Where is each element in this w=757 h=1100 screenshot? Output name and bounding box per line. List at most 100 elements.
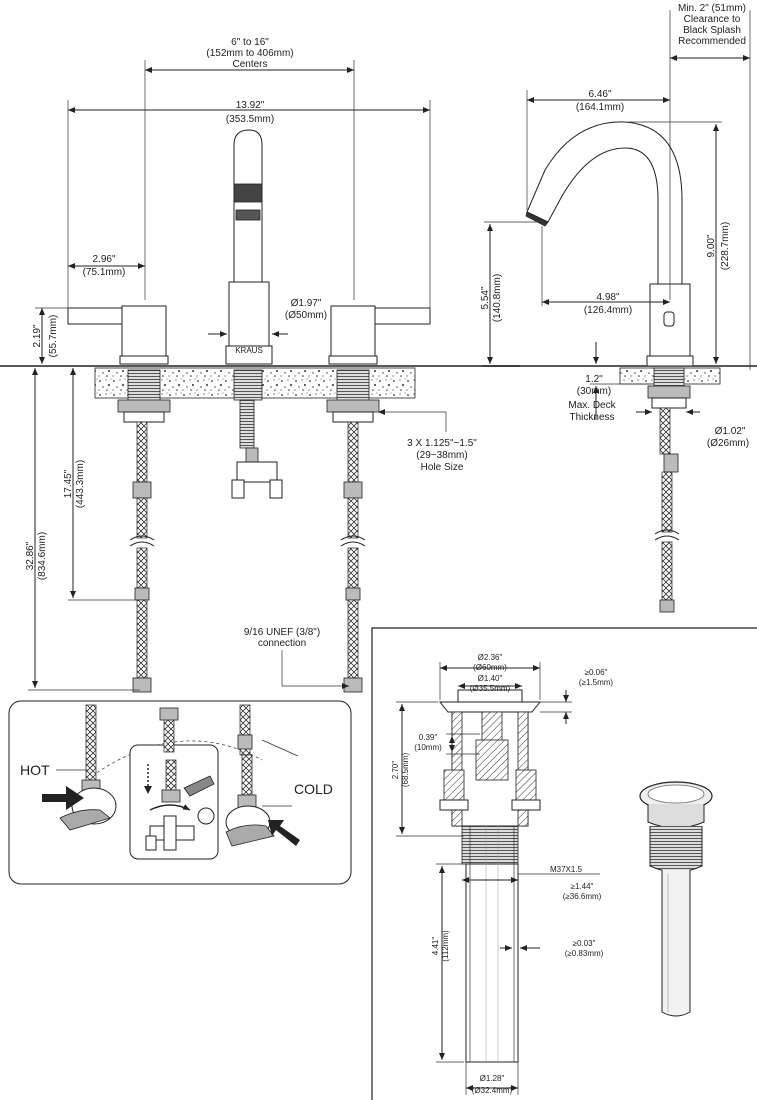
svg-text:32.86": 32.86" (25, 541, 36, 570)
dim-spout-reach-total: 6.46" (164.1mm) (526, 89, 670, 210)
svg-text:Black Splash: Black Splash (683, 25, 741, 36)
svg-text:Max. Deck: Max. Deck (568, 400, 616, 411)
svg-text:(10mm): (10mm) (414, 743, 442, 752)
drain-panel-frame (371, 627, 757, 1100)
svg-text:Min. 2" (51mm): Min. 2" (51mm) (678, 3, 746, 14)
svg-text:Ø2.36": Ø2.36" (478, 653, 503, 662)
svg-text:(Ø60mm): (Ø60mm) (473, 663, 507, 672)
svg-text:2.19": 2.19" (32, 324, 43, 347)
svg-text:(≥0.83mm): (≥0.83mm) (565, 949, 604, 958)
svg-text:(140.8mm): (140.8mm) (492, 274, 503, 322)
svg-text:4.41": 4.41" (431, 937, 440, 956)
svg-text:≥1.44": ≥1.44" (571, 882, 594, 891)
svg-text:Ø1.28": Ø1.28" (480, 1074, 505, 1083)
dim-handle-length: 2.96" (75.1mm) (68, 254, 145, 278)
hot-cold-inset: HOT COLD (8, 700, 352, 885)
svg-text:1.2": 1.2" (585, 374, 603, 385)
dim-shank-diameter: Ø1.02" (Ø26mm) (636, 409, 749, 449)
svg-text:(228.7mm): (228.7mm) (720, 222, 731, 270)
spout-tee (236, 461, 278, 483)
svg-text:(55.7mm): (55.7mm) (48, 315, 59, 358)
rotate-arrow-icon (149, 804, 191, 811)
dim-cap-height: 0.39" (10mm) (414, 733, 480, 755)
dim-cap-diameter: Ø1.40" (Ø35.5mm) (458, 674, 522, 693)
svg-text:6.46": 6.46" (588, 89, 611, 100)
drain-3d-illustration (639, 781, 713, 1017)
svg-text:(443.3mm): (443.3mm) (75, 460, 86, 508)
svg-text:Ø1.02": Ø1.02" (715, 426, 746, 437)
dim-handle-height: 2.19" (55.7mm) (32, 307, 70, 364)
svg-text:(30mm): (30mm) (577, 386, 611, 397)
svg-text:(126.4mm): (126.4mm) (584, 305, 632, 316)
svg-text:(Ø35.5mm): (Ø35.5mm) (470, 684, 511, 693)
svg-text:4.98": 4.98" (596, 292, 619, 303)
svg-text:Recommended: Recommended (678, 36, 746, 47)
drain-tail-pipe (465, 863, 519, 1063)
right-handle (328, 305, 431, 365)
dim-hose-short: 17.45" (443.3mm) (63, 368, 140, 601)
svg-text:6" to 16": 6" to 16" (231, 37, 269, 48)
drain-flange (438, 701, 542, 713)
svg-text:(834.6mm): (834.6mm) (37, 532, 48, 580)
dim-spread: 6" to 16" (152mm to 406mm) Centers (144, 37, 355, 300)
svg-text:9/16 UNEF (3/8"): 9/16 UNEF (3/8") (244, 627, 320, 638)
dim-spout-reach: 4.98" (126.4mm) (541, 226, 670, 316)
svg-text:(353.5mm): (353.5mm) (226, 114, 274, 125)
svg-text:2.96": 2.96" (92, 254, 115, 265)
dim-outlet-height: 5.54" (140.8mm) (480, 221, 540, 364)
dim-tail-length: 4.41" (112mm) (431, 863, 464, 1063)
svg-text:Ø1.97": Ø1.97" (291, 298, 322, 309)
dim-spout-height: 9.00" (228.7mm) (628, 121, 731, 364)
svg-text:connection: connection (258, 638, 306, 649)
cold-arrow-icon (268, 820, 300, 846)
left-handle (67, 305, 169, 365)
svg-text:2.70": 2.70" (391, 761, 400, 780)
dim-overall-width: 13.92" (353.5mm) (67, 100, 431, 310)
brand-mark: KRAUS (235, 346, 263, 355)
svg-text:(152mm to 406mm): (152mm to 406mm) (206, 48, 293, 59)
side-spout-gooseneck (526, 121, 683, 285)
svg-text:Thickness: Thickness (569, 412, 614, 423)
right-shank (336, 369, 370, 403)
svg-text:5.54": 5.54" (480, 286, 491, 309)
dim-flange-height: ≥0.06" (≥1.5mm) (540, 668, 613, 724)
svg-text:(112mm): (112mm) (441, 930, 450, 962)
side-sensor (663, 311, 675, 327)
svg-text:3 X 1.125"~1.5": 3 X 1.125"~1.5" (407, 438, 477, 449)
hot-arrow-icon (42, 786, 84, 810)
svg-text:Ø1.40": Ø1.40" (478, 674, 503, 683)
svg-text:(≥1.5mm): (≥1.5mm) (579, 678, 614, 687)
svg-text:(Ø32.4mm): (Ø32.4mm) (472, 1086, 513, 1095)
cold-label: COLD (294, 781, 333, 797)
dim-wall-thickness: ≥0.03" (≥0.83mm) (500, 939, 604, 958)
svg-text:0.39": 0.39" (419, 733, 438, 742)
dim-flange-diameter: Ø2.36" (Ø60mm) (439, 653, 541, 700)
drain-section: Ø2.36" (Ø60mm) Ø1.40" (Ø35.5mm) ≥0.06" (… (371, 627, 757, 1100)
svg-text:(Ø26mm): (Ø26mm) (707, 438, 749, 449)
dim-hose-long: 32.86" (834.6mm) (25, 368, 140, 691)
svg-text:Clearance to: Clearance to (684, 14, 741, 25)
hot-label: HOT (20, 762, 50, 778)
svg-text:(75.1mm): (75.1mm) (83, 267, 126, 278)
left-mount-nut (117, 399, 171, 413)
dim-body-height: 2.70" (68.5mm) (391, 701, 464, 837)
svg-text:(≥36.6mm): (≥36.6mm) (563, 892, 602, 901)
dim-thread: M37X1.5 (518, 865, 600, 875)
spout-shank (233, 369, 263, 401)
svg-text:(68.5mm): (68.5mm) (401, 753, 410, 788)
spout (225, 129, 273, 365)
wrench-icon (183, 775, 215, 797)
connection-callout: 9/16 UNEF (3/8") connection (244, 627, 349, 689)
dim-deck-thickness: 1.2" (30mm) Max. Deck Thickness (568, 342, 650, 423)
svg-text:M37X1.5: M37X1.5 (550, 865, 583, 874)
svg-text:9.00": 9.00" (706, 234, 717, 257)
dim-spout-base: Ø1.97" (Ø50mm) (208, 298, 327, 337)
drain-cap (457, 689, 523, 703)
svg-text:≥0.06": ≥0.06" (585, 668, 608, 677)
dim-clearance: Min. 2" (51mm) Clearance to Black Splash… (670, 3, 750, 61)
right-hose (340, 421, 366, 693)
front-view: KRAUS (0, 37, 520, 693)
svg-text:Hole Size: Hole Size (421, 462, 464, 473)
svg-text:17.45": 17.45" (63, 469, 74, 498)
